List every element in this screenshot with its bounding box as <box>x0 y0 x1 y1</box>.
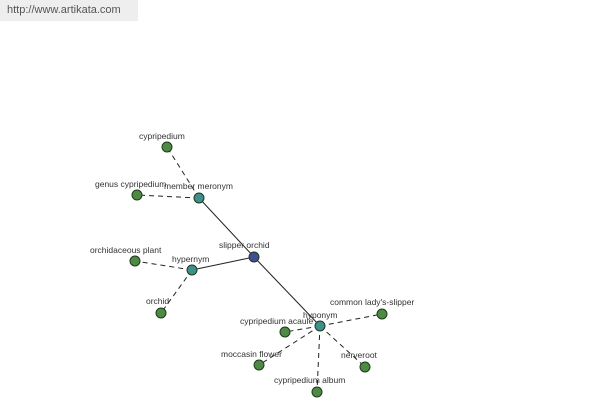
label-moccasin-flower: moccasin flower <box>221 349 282 359</box>
node-genus-cypripedium[interactable] <box>131 189 143 201</box>
node-hyponym[interactable] <box>314 320 326 332</box>
label-nerveroot: nerveroot <box>341 350 378 360</box>
label-orchidaceous-plant: orchidaceous plant <box>90 245 162 255</box>
node-member-meronym[interactable] <box>193 192 205 204</box>
edge-hyponym-nerveroot <box>319 325 366 368</box>
label-genus-cypripedium: genus cypripedium <box>95 179 166 189</box>
edge-center-hyponym <box>253 256 321 327</box>
edges <box>134 146 383 393</box>
edge-hypernym-orchidaceous-plant <box>134 260 193 271</box>
edge-hyponym-moccasin-flower <box>258 325 321 366</box>
node-orchidaceous-plant[interactable] <box>129 255 141 267</box>
node-slipper-orchid[interactable] <box>248 251 260 263</box>
label-cypripedium-acaule: cypripedium acaule <box>240 316 314 326</box>
edge-meronym-genus-cypripedium <box>136 194 200 199</box>
edge-hyponym-cypripedium-acaule <box>284 325 321 333</box>
label-slipper-orchid: slipper orchid <box>219 240 270 250</box>
edge-hyponym-cypripedium-album <box>316 325 321 393</box>
edge-center-hypernym <box>191 256 255 271</box>
label-orchid: orchid <box>146 296 169 306</box>
node-cypripedium-acaule[interactable] <box>279 326 291 338</box>
label-cypripedium: cypripedium <box>139 131 185 141</box>
edge-hyponym-common-ladys-slipper <box>319 313 383 327</box>
node-orchid[interactable] <box>155 307 167 319</box>
node-common-ladys-slipper[interactable] <box>376 308 388 320</box>
url-banner: http://www.artikata.com <box>0 0 138 21</box>
edge-hypernym-orchid <box>160 269 193 314</box>
label-hypernym: hypernym <box>172 254 209 264</box>
label-cypripedium-album: cypripedium album <box>274 375 345 385</box>
label-hyponym: hyponym <box>303 310 338 320</box>
node-cypripedium[interactable] <box>161 141 173 153</box>
node-hypernym[interactable] <box>186 264 198 276</box>
labels: slipper orchid member meronym hypernym h… <box>90 131 414 385</box>
edge-center-member-meronym <box>198 197 255 258</box>
nodes <box>129 141 388 398</box>
label-member-meronym: member meronym <box>164 181 233 191</box>
url-link[interactable]: http://www.artikata.com <box>7 4 121 16</box>
edge-meronym-cypripedium <box>166 146 200 199</box>
node-cypripedium-album[interactable] <box>311 386 323 398</box>
node-nerveroot[interactable] <box>359 361 371 373</box>
node-moccasin-flower[interactable] <box>253 359 265 371</box>
label-common-ladys-slipper: common lady's-slipper <box>330 297 414 307</box>
